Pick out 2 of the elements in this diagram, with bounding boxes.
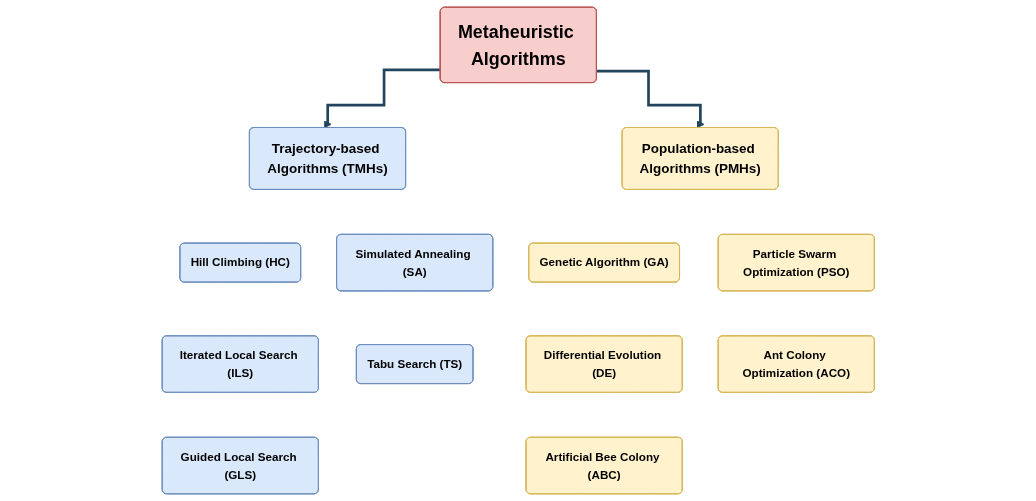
arrow: [323, 68, 441, 129]
arrow: [596, 69, 705, 129]
